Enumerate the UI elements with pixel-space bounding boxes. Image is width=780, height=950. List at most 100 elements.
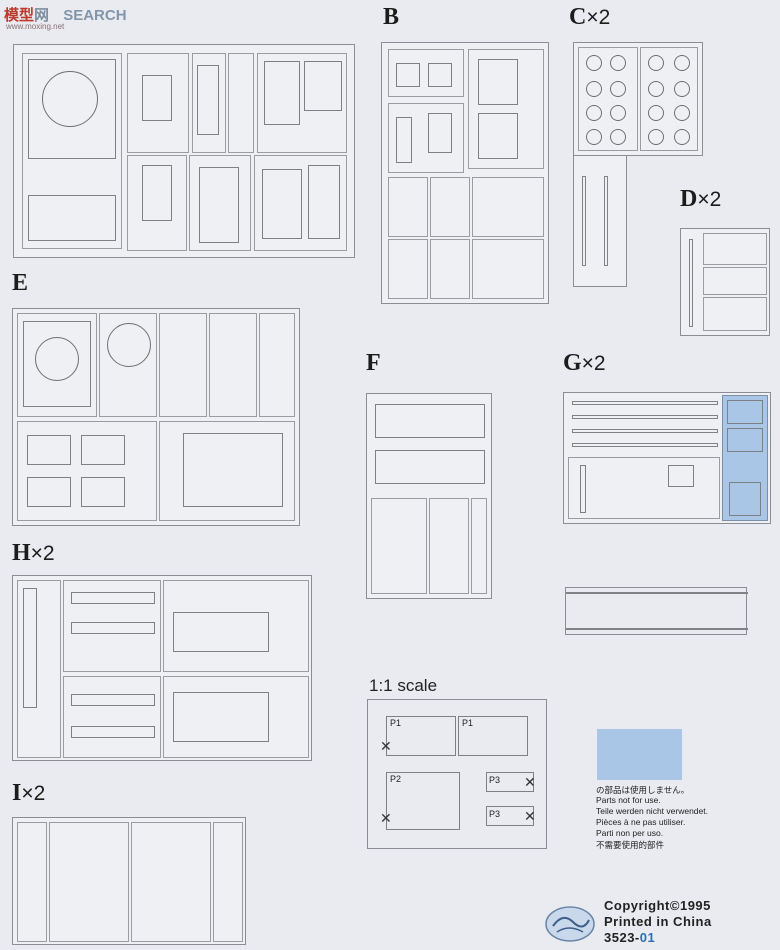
sprue-b-part-2 — [478, 113, 518, 159]
sprue-d-part-rod — [689, 239, 693, 327]
sprue-i-panel-4 — [213, 822, 243, 942]
sprue-g-frame — [563, 392, 771, 524]
sprue-g-panel-bottom — [568, 457, 720, 519]
sprue-g-part-box — [668, 465, 694, 487]
sprue-a-part-base — [28, 195, 116, 241]
sprue-e-panel-3 — [159, 313, 207, 417]
sprue-f-panel-bottom-mid — [429, 498, 469, 594]
sprue-h-panel-2 — [63, 580, 161, 672]
sprue-a-part-panel — [262, 169, 302, 239]
track-link-rail-top — [566, 592, 748, 594]
scale-p1-left-x: ✕ — [380, 738, 392, 754]
sprue-d-label: D×2 — [680, 186, 722, 212]
sprue-d-panel-top — [703, 233, 767, 265]
sprue-g-part-22 — [727, 400, 763, 424]
notice-it: Parti non per uso. — [596, 828, 664, 838]
product-code-suffix: 01 — [639, 930, 656, 945]
scale-p1-left-label: P1 — [390, 718, 402, 728]
sprue-f-part-2 — [375, 450, 485, 484]
sprue-e-part-1 — [27, 435, 71, 465]
sprue-c-wheel-16 — [674, 129, 690, 145]
sprue-g-part-rod-4 — [572, 443, 718, 447]
sprue-i-label: I×2 — [12, 780, 46, 806]
sprue-a-part-plate — [308, 165, 340, 239]
sprue-b-panel-8 — [430, 239, 470, 299]
logo-brand: SEARCH — [63, 7, 127, 24]
track-link-rail-bottom — [566, 628, 748, 630]
sprue-a-panel-4 — [228, 53, 254, 153]
sprue-b-panel-1 — [388, 49, 464, 97]
sprue-b-frame — [381, 42, 549, 304]
sprue-c-part-rod-1 — [582, 176, 586, 266]
sprue-c-wheel-7 — [586, 129, 602, 145]
scale-p3-bottom-x: ✕ — [524, 808, 536, 824]
sprue-f-panel-bottom-left — [371, 498, 427, 594]
sprue-c-wheel-15 — [648, 129, 664, 145]
copyright-text: Copyright©1995 — [604, 898, 711, 913]
sprue-e-part-4 — [81, 477, 125, 507]
sprue-c-wheel-1 — [586, 55, 602, 71]
sprue-g-part-rod-2 — [572, 415, 718, 419]
sprue-f-frame — [366, 393, 492, 599]
sprue-g-unused-parts — [722, 395, 768, 521]
logo-text: 模型网 SEARCH — [4, 7, 127, 24]
scale-p3-bottom — [486, 806, 534, 826]
sprue-e-part-turret-hole — [35, 337, 79, 381]
sprue-b-part-7 — [428, 63, 452, 87]
logo-url: www.moxing.net — [6, 22, 65, 31]
sprue-a-part-9 — [264, 61, 300, 125]
sprue-e-part-3 — [27, 477, 71, 507]
sprue-c-wheel-8 — [610, 129, 626, 145]
sprue-c-wheel-6 — [610, 105, 626, 121]
sprue-e-panel-turret — [17, 313, 97, 417]
unused-color-swatch — [597, 729, 682, 780]
product-code-base: 3523- — [604, 930, 640, 945]
sprue-f-label: F — [366, 350, 381, 376]
sprue-c-wheel-12 — [674, 81, 690, 97]
sprue-h-label: H×2 — [12, 540, 55, 566]
manufacturer-logo — [543, 904, 597, 944]
scale-p3-top — [486, 772, 534, 792]
sprue-e-panel-6 — [17, 421, 157, 521]
scale-p2 — [386, 772, 460, 830]
sprue-i-frame — [12, 817, 246, 945]
sprue-a-part-grille — [142, 165, 172, 221]
sprue-b-part-vent — [396, 117, 412, 163]
sprue-e-part-turret-ring — [23, 321, 91, 407]
sprue-a-panel-5 — [257, 53, 347, 153]
sprue-c-wheel-14 — [674, 105, 690, 121]
sprue-a-panel-2 — [127, 53, 189, 153]
product-code: 3523-01 — [604, 930, 655, 945]
sprue-c-wheel-9 — [648, 55, 664, 71]
sprue-c-wheel-5 — [586, 105, 602, 121]
sprue-a-panel-1 — [22, 53, 122, 249]
sprue-f-part-1 — [375, 404, 485, 438]
sprue-b-panel-7 — [388, 239, 428, 299]
sprue-h-part-rail-3 — [71, 694, 155, 706]
sprue-h-part-bed — [173, 692, 269, 742]
scale-title: 1:1 scale — [369, 676, 438, 695]
scale-p1-right-label: P1 — [462, 718, 474, 728]
sprue-e-part-13 — [183, 433, 283, 507]
sprue-a-part-8 — [197, 65, 219, 135]
sprue-h-part-rail-1 — [71, 592, 155, 604]
sprue-g-part-rod-1 — [572, 401, 718, 405]
sprue-c-wheel-4 — [610, 81, 626, 97]
sprue-b-panel-6 — [472, 177, 544, 237]
sprue-i-panel-2 — [49, 822, 129, 942]
sprue-d-panel-middle — [703, 267, 767, 295]
sprue-c-wheel-2 — [610, 55, 626, 71]
sprue-g-part-rack — [580, 465, 586, 513]
sprue-e-part-2 — [81, 435, 125, 465]
sprue-b-panel-9 — [472, 239, 544, 299]
sprue-b-panel-3 — [388, 103, 464, 173]
sprue-d-panel-bottom — [703, 297, 767, 331]
scale-p1-right — [458, 716, 528, 756]
sprue-a-panel-7 — [189, 155, 251, 251]
track-link-frame — [565, 587, 748, 635]
sprue-h-part-rail-4 — [71, 726, 155, 738]
sprue-d-frame — [680, 228, 770, 336]
sprue-c-wheel-10 — [674, 55, 690, 71]
sprue-h-part-rail-2 — [71, 622, 155, 634]
scale-frame: P1 ✕ P1 P2 ✕ P3 ✕ P3 ✕ — [367, 699, 547, 849]
